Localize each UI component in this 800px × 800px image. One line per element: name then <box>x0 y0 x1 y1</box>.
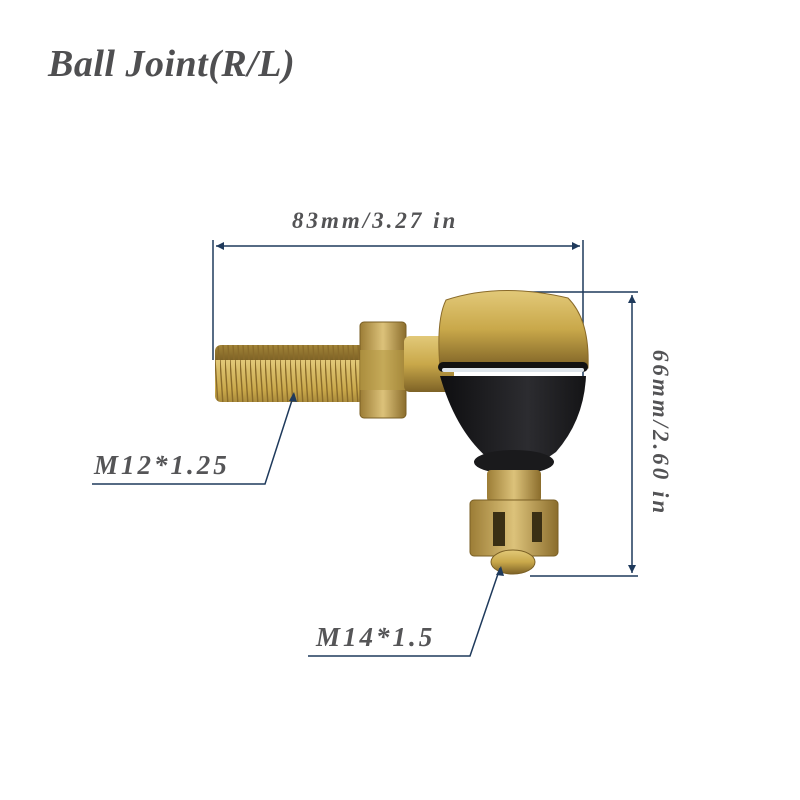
stud-thread-label: M14*1.5 <box>316 622 436 652</box>
product-title: Ball Joint(R/L) <box>48 43 296 85</box>
callout-leader-m12 <box>92 392 297 485</box>
height-dimension-label: 66mm/2.60 in <box>648 349 673 517</box>
shank-thread-label: M12*1.25 <box>94 450 230 480</box>
width-dimension-label: 83mm/3.27 in <box>292 208 459 233</box>
callout-leader-m14 <box>308 566 504 657</box>
ball-joint-photo <box>215 290 589 575</box>
height-dimension <box>498 291 638 577</box>
